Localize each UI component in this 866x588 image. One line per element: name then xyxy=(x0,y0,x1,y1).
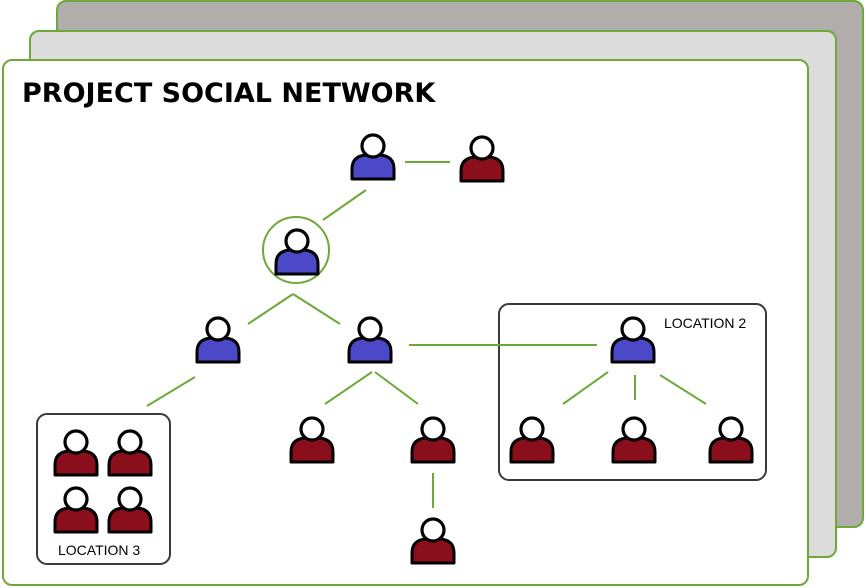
connector-line xyxy=(247,293,294,325)
location-2-label: LOCATION 2 xyxy=(664,315,746,331)
connectors xyxy=(146,161,707,508)
connector-line xyxy=(322,189,367,221)
connector-line xyxy=(146,376,196,407)
diagram-title: PROJECT SOCIAL NETWORK xyxy=(22,78,436,109)
central-person-highlight xyxy=(262,216,330,284)
connector-line xyxy=(292,293,341,325)
location-2-box xyxy=(498,303,767,481)
connector-line xyxy=(659,374,707,405)
connector-line xyxy=(374,371,419,405)
location-3-box xyxy=(36,413,171,565)
location-3-label: LOCATION 3 xyxy=(58,542,140,558)
connector-line xyxy=(562,371,609,405)
connector-line xyxy=(324,371,373,405)
main-sheet xyxy=(2,59,809,586)
